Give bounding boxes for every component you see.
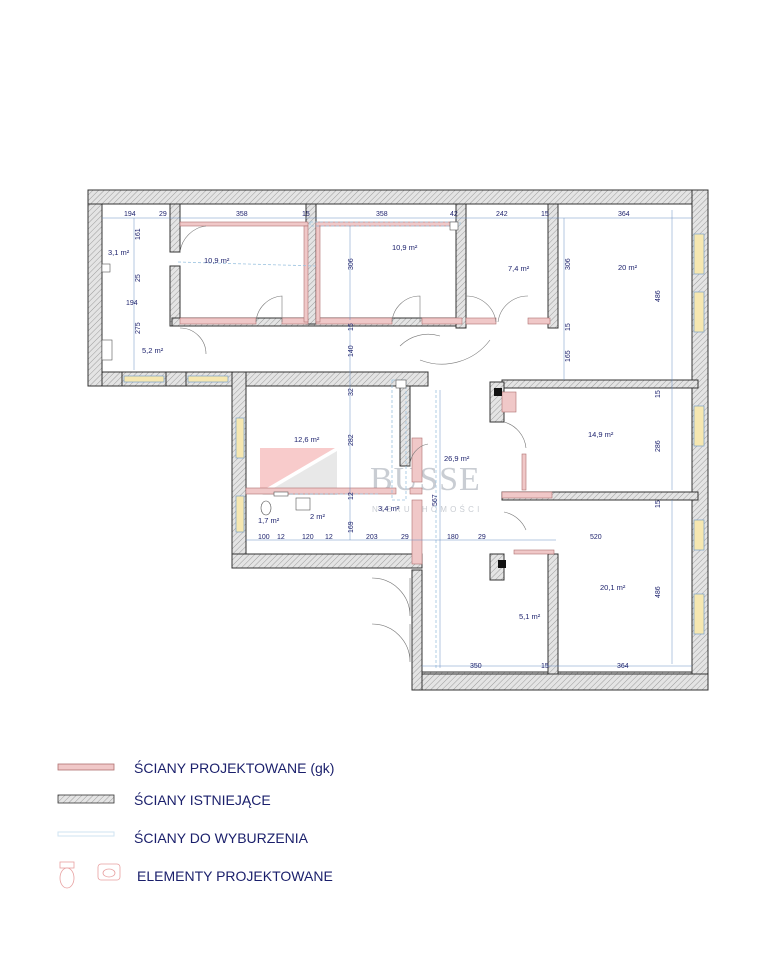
dimension-label: 140 bbox=[348, 345, 355, 357]
dimension-label: 242 bbox=[496, 211, 508, 218]
toilet-sink-icon bbox=[59, 861, 121, 889]
room-area-wc-top: 3,1 m² bbox=[108, 248, 130, 257]
room-area-room-f: 14,9 m² bbox=[588, 430, 614, 439]
dimension-label: 306 bbox=[348, 258, 355, 270]
legend-label: ŚCIANY DO WYBURZENIA bbox=[134, 829, 309, 846]
watermark-sub-text: NIERUCHOMOŚCI bbox=[372, 505, 483, 514]
fixtures bbox=[101, 221, 459, 516]
dimension-label: 29 bbox=[478, 534, 486, 541]
dimension-label: 12 bbox=[348, 492, 355, 500]
dimension-label: 358 bbox=[236, 211, 248, 218]
dimension-label: 120 bbox=[302, 534, 314, 541]
room-area-room-b: 10,9 m² bbox=[392, 243, 418, 252]
room-area-wc-small: 1,7 m² bbox=[258, 516, 280, 525]
dimension-label: 286 bbox=[655, 440, 662, 452]
chimney-marker-bottom bbox=[498, 560, 506, 568]
room-area-hall-left: 5,2 m² bbox=[142, 346, 164, 355]
room-area-room-h: 20,1 m² bbox=[600, 583, 626, 592]
duct-marker bbox=[395, 379, 407, 389]
dimension-label: 12 bbox=[277, 534, 285, 541]
dimension-label: 486 bbox=[655, 586, 662, 598]
existing-wall-icon bbox=[57, 794, 115, 804]
dimension-lines bbox=[102, 210, 692, 668]
riser-marker bbox=[449, 221, 459, 231]
bath-sink bbox=[295, 497, 311, 511]
watermark-logo-grey bbox=[262, 451, 337, 495]
dimension-label: 203 bbox=[366, 534, 378, 541]
projected-walls bbox=[179, 221, 555, 565]
dimension-label: 15 bbox=[541, 663, 549, 670]
dimension-label: 42 bbox=[450, 211, 458, 218]
room-area-store: 3,4 m² bbox=[378, 504, 400, 513]
dimension-label: 194 bbox=[126, 300, 138, 307]
dimension-label: 169 bbox=[348, 521, 355, 533]
watermark-logo-red bbox=[260, 448, 335, 492]
legend-label: ŚCIANY ISTNIEJĄCE bbox=[134, 791, 271, 808]
wc-small-toilet bbox=[260, 500, 272, 516]
projected-wall-icon bbox=[57, 763, 115, 771]
dimension-label: 15 bbox=[655, 500, 662, 508]
dimension-label: 15 bbox=[565, 323, 572, 331]
dimension-label: 486 bbox=[655, 290, 662, 302]
room-area-room-g: 5,1 m² bbox=[519, 612, 541, 621]
room-area-room-a: 10,9 m² bbox=[204, 256, 230, 265]
dimension-label: 100 bbox=[258, 534, 270, 541]
room-area-room-c: 7,4 m² bbox=[508, 264, 530, 273]
wc-top-fixture bbox=[101, 263, 111, 273]
dimension-label: 306 bbox=[565, 258, 572, 270]
watermark: BUSSE NIERUCHOMOŚCI bbox=[260, 448, 483, 514]
dimension-label: 29 bbox=[159, 211, 167, 218]
dimension-label: 29 bbox=[401, 534, 409, 541]
dimension-label: 358 bbox=[376, 211, 388, 218]
bath-shower-tray bbox=[273, 491, 289, 497]
hall-left-cabinet bbox=[101, 339, 113, 361]
dimension-label: 520 bbox=[590, 534, 602, 541]
windows bbox=[123, 233, 705, 635]
dimension-label: 275 bbox=[135, 322, 142, 334]
existing-walls bbox=[87, 189, 709, 691]
doors bbox=[179, 225, 529, 663]
dimension-label: 25 bbox=[135, 274, 142, 282]
chimney-marker-top bbox=[494, 388, 502, 396]
dimension-label: 282 bbox=[348, 434, 355, 446]
dimension-label: 15 bbox=[302, 211, 310, 218]
legend: ŚCIANY PROJEKTOWANE (gk) ŚCIANY ISTNIEJĄ… bbox=[57, 759, 334, 889]
dimension-label: 15 bbox=[541, 211, 549, 218]
demolished-wall-icon bbox=[57, 831, 115, 837]
dimension-label: 364 bbox=[617, 663, 629, 670]
dimension-label: 15 bbox=[655, 390, 662, 398]
dimension-label: 364 bbox=[618, 211, 630, 218]
legend-label: ŚCIANY PROJEKTOWANE (gk) bbox=[134, 759, 334, 776]
dimension-labels: 194 29 358 15 358 42 242 15 364 161 25 1… bbox=[124, 211, 662, 670]
room-area-corridor: 26,9 m² bbox=[444, 454, 470, 463]
room-area-room-e: 12,6 m² bbox=[294, 435, 320, 444]
dimension-label: 161 bbox=[135, 228, 142, 240]
dimension-label: 165 bbox=[565, 350, 572, 362]
room-area-room-d: 20 m² bbox=[618, 263, 638, 272]
dimension-label: 350 bbox=[470, 663, 482, 670]
dimension-label: 180 bbox=[447, 534, 459, 541]
dimension-label: 12 bbox=[325, 534, 333, 541]
dimension-label: 194 bbox=[124, 211, 136, 218]
room-labels: 3,1 m² 5,2 m² 10,9 m² 10,9 m² 7,4 m² 20 … bbox=[108, 243, 638, 621]
dimension-label: 567 bbox=[432, 494, 439, 506]
dimension-label: 15 bbox=[348, 323, 355, 331]
room-area-bath: 2 m² bbox=[310, 512, 326, 521]
legend-label: ELEMENTY PROJEKTOWANE bbox=[137, 868, 333, 884]
dimension-label: 32 bbox=[348, 388, 355, 396]
